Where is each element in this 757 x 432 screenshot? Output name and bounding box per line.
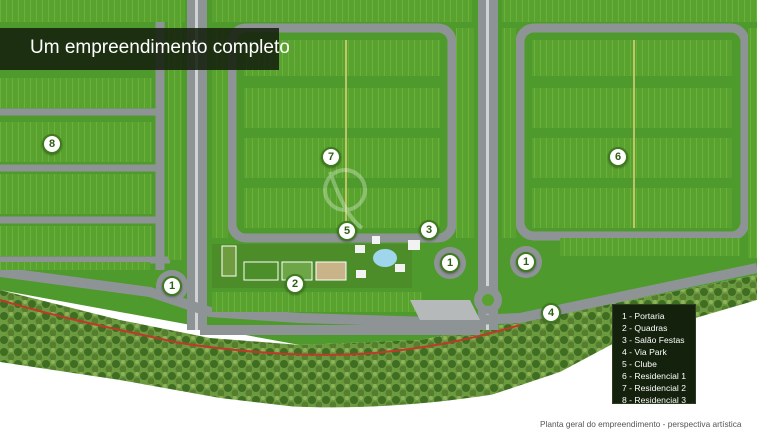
image-caption: Planta geral do empreendimento - perspec… <box>540 419 742 429</box>
lots-residencial-1 <box>502 0 757 258</box>
loop-road-6 <box>515 23 750 241</box>
legend-item-clube: 5 - Clube <box>622 359 657 369</box>
legend-item-quadras: 2 - Quadras <box>622 323 668 333</box>
marker-portaria-east[interactable]: 1 <box>516 252 536 272</box>
marker-portaria-west[interactable]: 1 <box>162 276 182 296</box>
page-title: Um empreendimento completo <box>30 37 290 58</box>
walking-path <box>0 299 521 356</box>
legend-item-residencial-3: 8 - Residencial 3 <box>622 395 687 405</box>
legend-item-residencial-1: 6 - Residencial 1 <box>622 371 687 381</box>
legend: 1 - Portaria 2 - Quadras 3 - Salão Festa… <box>612 304 696 405</box>
marker-residencial-2[interactable]: 7 <box>321 147 341 167</box>
marker-clube[interactable]: 5 <box>337 221 357 241</box>
title-banner: Um empreendimento completo <box>0 28 290 70</box>
marker-quadras[interactable]: 2 <box>285 274 305 294</box>
legend-item-via-park: 4 - Via Park <box>622 347 667 357</box>
marker-via-park[interactable]: 4 <box>541 303 561 323</box>
watermark-logo <box>323 168 367 230</box>
marker-portaria-center[interactable]: 1 <box>440 253 460 273</box>
legend-item-residencial-2: 7 - Residencial 2 <box>622 383 687 393</box>
marker-salao-festas[interactable]: 3 <box>419 220 439 240</box>
legend-item-portaria: 1 - Portaria <box>622 311 665 321</box>
marker-residencial-1[interactable]: 6 <box>608 147 628 167</box>
clubhouse <box>355 236 420 278</box>
legend-item-salao-festas: 3 - Salão Festas <box>622 335 685 345</box>
marker-residencial-3[interactable]: 8 <box>42 134 62 154</box>
tree-belt <box>0 275 757 412</box>
